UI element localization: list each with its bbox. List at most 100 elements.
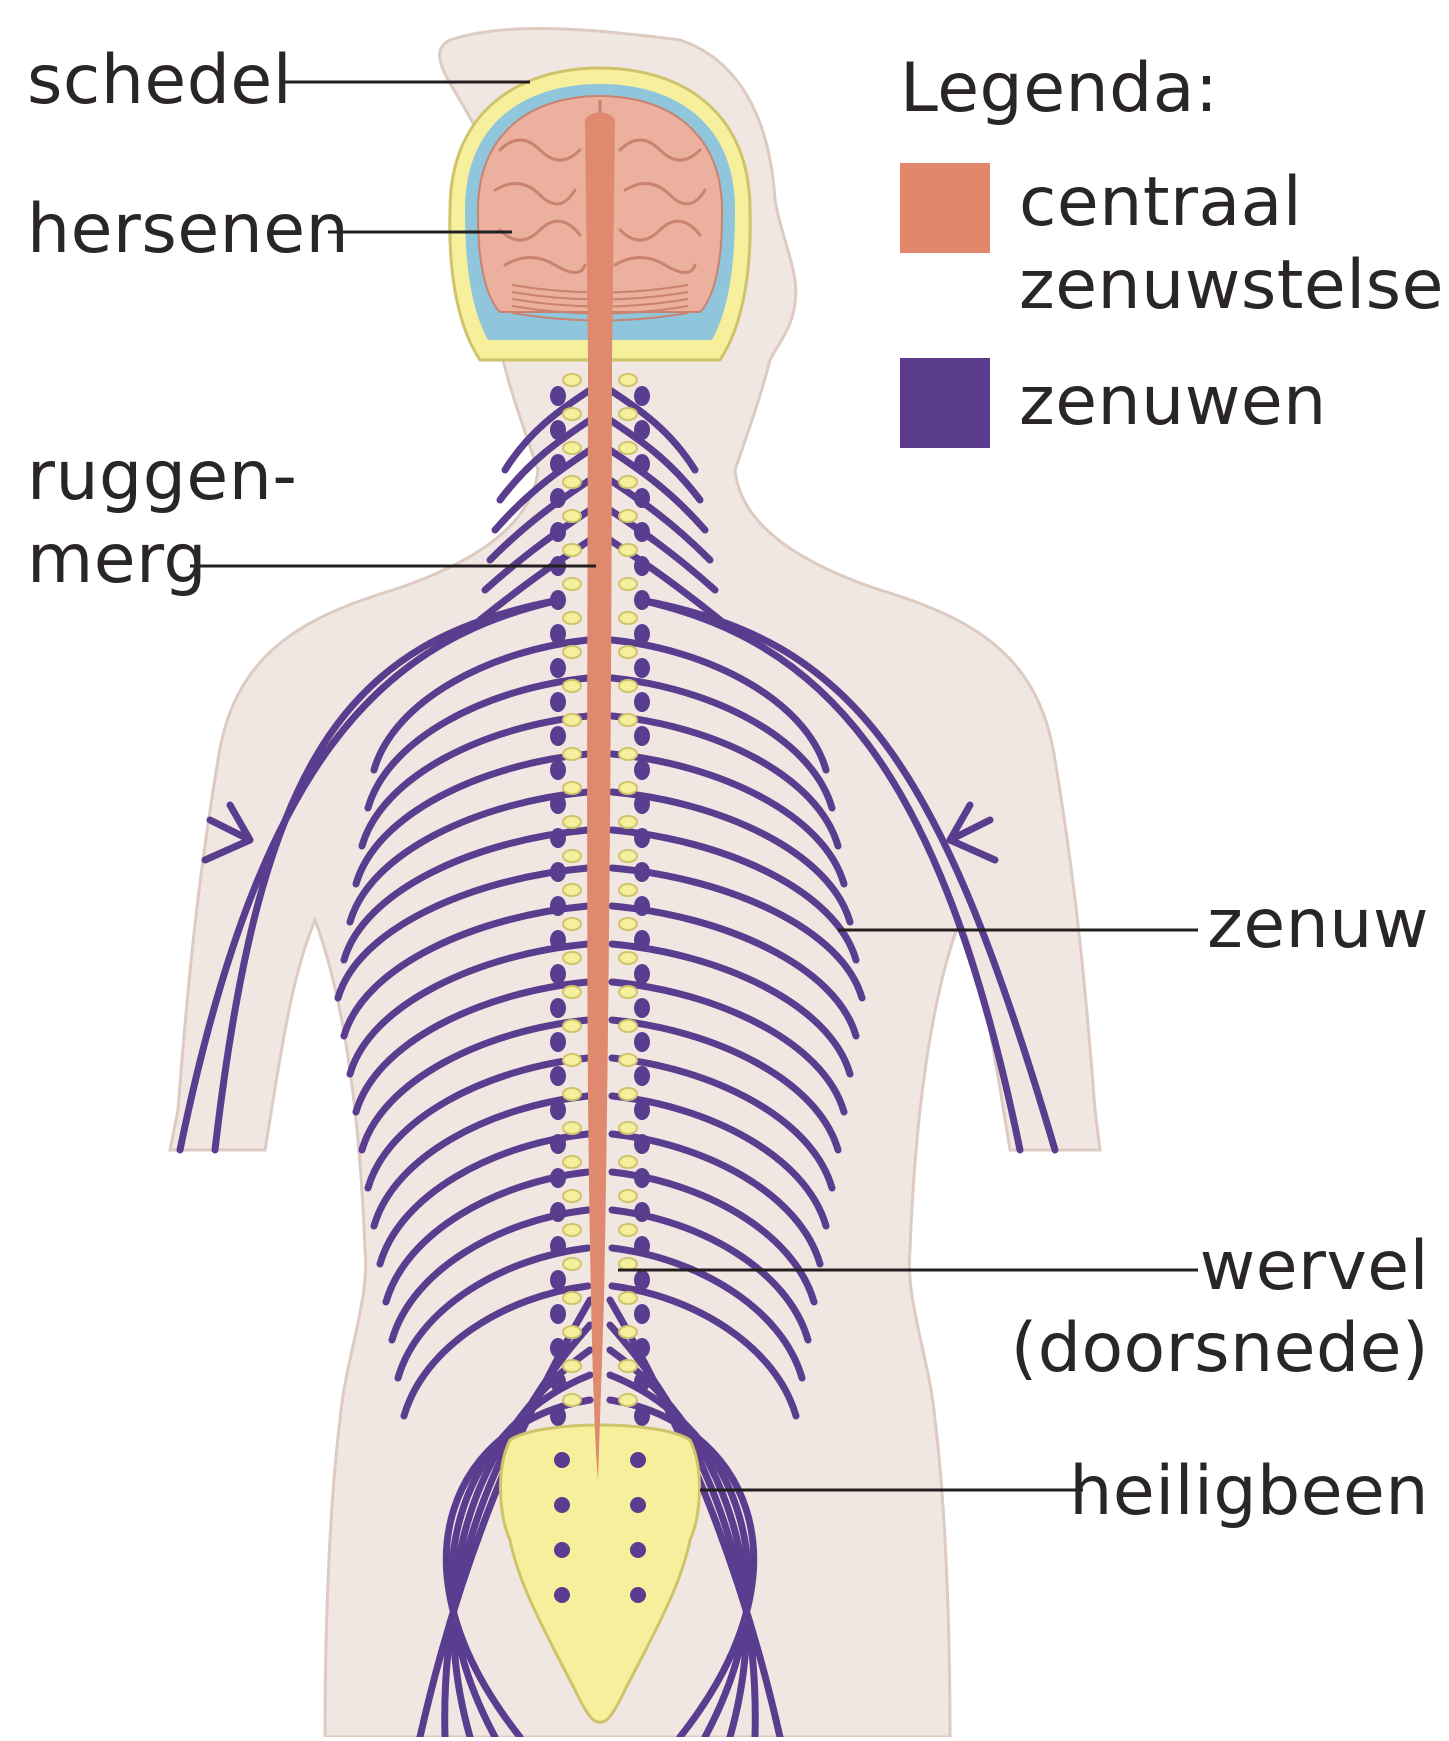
- vertebra: [619, 680, 637, 692]
- vertebra: [563, 442, 581, 454]
- sacral-foramen-nerve: [554, 1497, 570, 1513]
- spinal-ganglion: [550, 794, 566, 814]
- label-spinal-cord-line2: merg: [27, 523, 207, 596]
- vertebra: [619, 850, 637, 862]
- spinal-ganglion: [634, 454, 650, 474]
- spinal-ganglion: [634, 488, 650, 508]
- spinal-ganglion: [634, 998, 650, 1018]
- sacral-foramen-nerve: [554, 1542, 570, 1558]
- spinal-ganglion: [550, 896, 566, 916]
- vertebra: [563, 646, 581, 658]
- vertebra: [563, 1258, 581, 1270]
- vertebra: [619, 1360, 637, 1372]
- spinal-ganglion: [634, 1304, 650, 1324]
- legend-label-cns-line1: centraal: [1019, 166, 1302, 239]
- vertebra: [619, 1054, 637, 1066]
- vertebra: [619, 1122, 637, 1134]
- vertebra: [563, 1088, 581, 1100]
- vertebra: [563, 1224, 581, 1236]
- spinal-ganglion: [550, 1100, 566, 1120]
- vertebra: [563, 578, 581, 590]
- spinal-ganglion: [634, 556, 650, 576]
- vertebra: [563, 1292, 581, 1304]
- spinal-ganglion: [634, 1270, 650, 1290]
- spinal-ganglion: [550, 760, 566, 780]
- spinal-ganglion: [634, 964, 650, 984]
- vertebra: [619, 1292, 637, 1304]
- spinal-ganglion: [634, 420, 650, 440]
- vertebra: [563, 850, 581, 862]
- label-skull: schedel: [27, 44, 292, 117]
- legend-label-cns-line2: zenuwstelsel: [1019, 249, 1449, 322]
- vertebra: [563, 1394, 581, 1406]
- spinal-ganglion: [634, 862, 650, 882]
- vertebra: [563, 1054, 581, 1066]
- vertebra: [563, 680, 581, 692]
- spinal-ganglion: [550, 692, 566, 712]
- spinal-ganglion: [550, 1406, 566, 1426]
- vertebra: [563, 510, 581, 522]
- spinal-ganglion: [634, 726, 650, 746]
- spinal-ganglion: [550, 1066, 566, 1086]
- spinal-ganglion: [550, 1134, 566, 1154]
- vertebra: [563, 918, 581, 930]
- spinal-ganglion: [634, 760, 650, 780]
- sacral-foramen-nerve: [630, 1587, 646, 1603]
- vertebra: [563, 1122, 581, 1134]
- vertebra: [619, 510, 637, 522]
- legend-swatch-nerves: [900, 358, 990, 448]
- spinal-ganglion: [634, 624, 650, 644]
- vertebra: [619, 748, 637, 760]
- label-sacrum: heiligbeen: [1069, 1455, 1429, 1528]
- vertebra: [619, 646, 637, 658]
- spinal-ganglion: [550, 522, 566, 542]
- spinal-ganglion: [550, 624, 566, 644]
- vertebra: [563, 1360, 581, 1372]
- spinal-ganglion: [634, 896, 650, 916]
- spinal-ganglion: [550, 1304, 566, 1324]
- spinal-ganglion: [550, 658, 566, 678]
- vertebra: [619, 442, 637, 454]
- vertebra: [563, 1190, 581, 1202]
- spinal-ganglion: [634, 658, 650, 678]
- spinal-ganglion: [634, 692, 650, 712]
- vertebra: [619, 374, 637, 386]
- vertebra: [619, 816, 637, 828]
- vertebra: [619, 884, 637, 896]
- vertebra: [619, 952, 637, 964]
- vertebra: [563, 1020, 581, 1032]
- spinal-ganglion: [634, 1066, 650, 1086]
- vertebra: [563, 1326, 581, 1338]
- sacral-foramen-nerve: [554, 1452, 570, 1468]
- sacral-foramen-nerve: [630, 1452, 646, 1468]
- spinal-ganglion: [550, 1202, 566, 1222]
- label-nerve: zenuw: [1207, 888, 1429, 961]
- spinal-ganglion: [550, 726, 566, 746]
- vertebra: [563, 816, 581, 828]
- vertebra: [619, 1224, 637, 1236]
- spinal-ganglion: [550, 1338, 566, 1358]
- spinal-ganglion: [550, 1372, 566, 1392]
- vertebra: [563, 782, 581, 794]
- spinal-ganglion: [634, 1100, 650, 1120]
- vertebra: [619, 1020, 637, 1032]
- spinal-ganglion: [634, 1372, 650, 1392]
- vertebra: [563, 408, 581, 420]
- spinal-ganglion: [550, 488, 566, 508]
- legend-title: Legenda:: [900, 52, 1218, 125]
- spinal-ganglion: [634, 1202, 650, 1222]
- label-spinal-cord-line1: ruggen-: [27, 440, 297, 513]
- vertebra: [619, 1156, 637, 1168]
- spinal-ganglion: [634, 930, 650, 950]
- spinal-ganglion: [550, 828, 566, 848]
- spinal-ganglion: [634, 1338, 650, 1358]
- spinal-ganglion: [550, 590, 566, 610]
- label-vertebra-line2: (doorsnede): [1011, 1312, 1429, 1385]
- vertebra: [563, 986, 581, 998]
- vertebra: [563, 612, 581, 624]
- legend-swatch-cns: [900, 163, 990, 253]
- label-brain: hersenen: [27, 193, 349, 266]
- vertebra: [563, 374, 581, 386]
- vertebra: [619, 1088, 637, 1100]
